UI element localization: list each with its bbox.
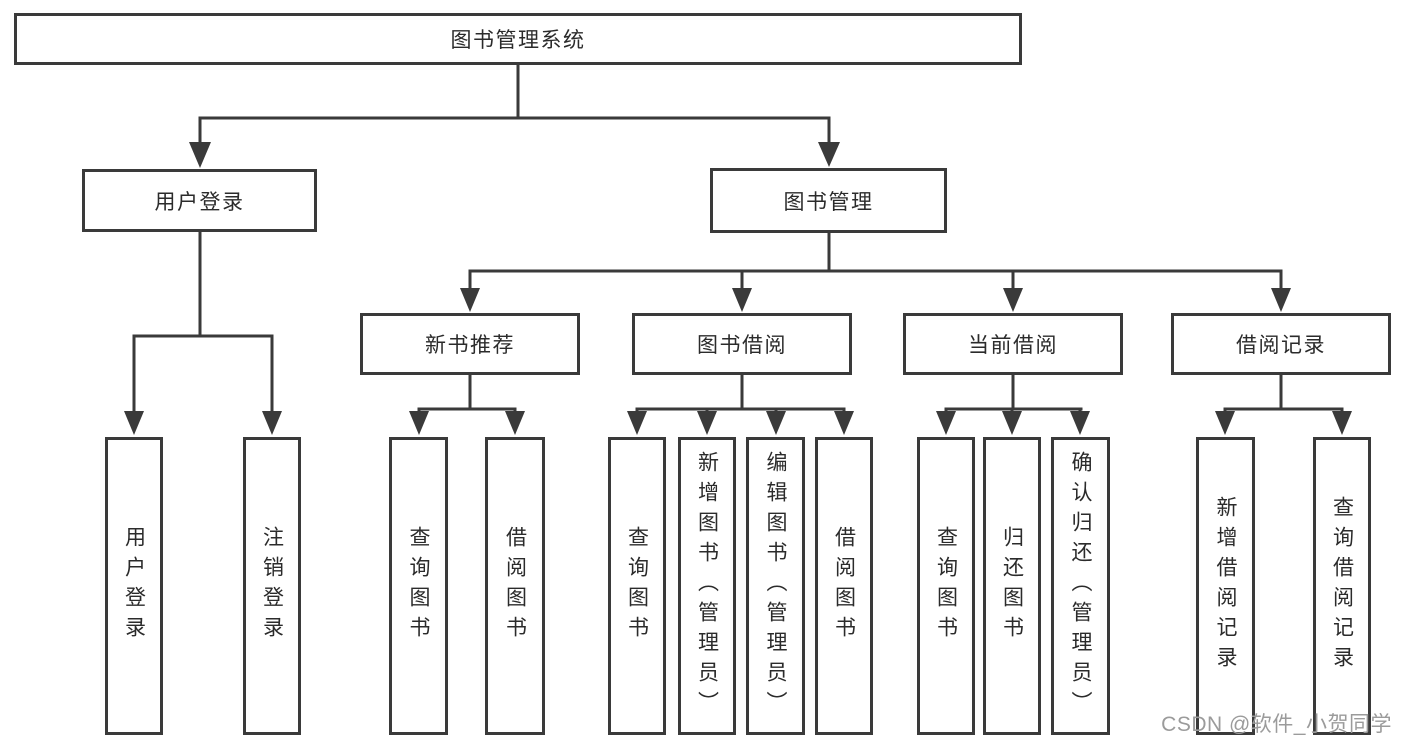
node-current-borrowing: 当前借阅 — [903, 313, 1123, 375]
node-label: 用户登录 — [154, 190, 245, 214]
node-borrowing-records: 借阅记录 — [1171, 313, 1391, 375]
leaf-br-add-borrow-record: 新增借阅记录 — [1196, 437, 1255, 735]
node-label: 当前借阅 — [968, 334, 1058, 357]
arrowheads — [124, 142, 1352, 435]
node-book-borrowing: 图书借阅 — [632, 313, 852, 375]
node-new-book-recommendation: 新书推荐 — [360, 313, 580, 375]
leaf-bb-borrow-books: 借阅图书 — [815, 437, 873, 735]
node-book-management: 图书管理 — [710, 168, 947, 233]
leaf-cb-confirm-return-admin: 确认归还（管理员） — [1051, 437, 1110, 735]
leaf-nbr-borrow-books: 借阅图书 — [485, 437, 545, 735]
leaf-bb-query-books: 查询图书 — [608, 437, 666, 735]
node-label: 图书管理 — [783, 190, 874, 214]
node-label: 图书借阅 — [697, 334, 787, 357]
leaf-bb-edit-books-admin: 编辑图书（管理员） — [746, 437, 805, 735]
leaf-br-query-borrow-record: 查询借阅记录 — [1313, 437, 1371, 735]
node-label: 图书管理系统 — [450, 29, 586, 52]
leaf-nbr-query-books: 查询图书 — [389, 437, 448, 735]
node-library-management-system: 图书管理系统 — [14, 13, 1022, 65]
leaf-cb-query-books: 查询图书 — [917, 437, 975, 735]
leaf-logout: 注销登录 — [243, 437, 301, 735]
leaf-cb-return-books: 归还图书 — [983, 437, 1041, 735]
csdn-watermark: CSDN @软件_小贺同学 — [1161, 713, 1392, 736]
leaf-user-login: 用户登录 — [105, 437, 163, 735]
node-label: 借阅记录 — [1236, 334, 1326, 357]
node-user-login-branch: 用户登录 — [82, 169, 317, 232]
leaf-bb-add-books-admin: 新增图书（管理员） — [678, 437, 736, 735]
node-label: 新书推荐 — [425, 334, 515, 357]
